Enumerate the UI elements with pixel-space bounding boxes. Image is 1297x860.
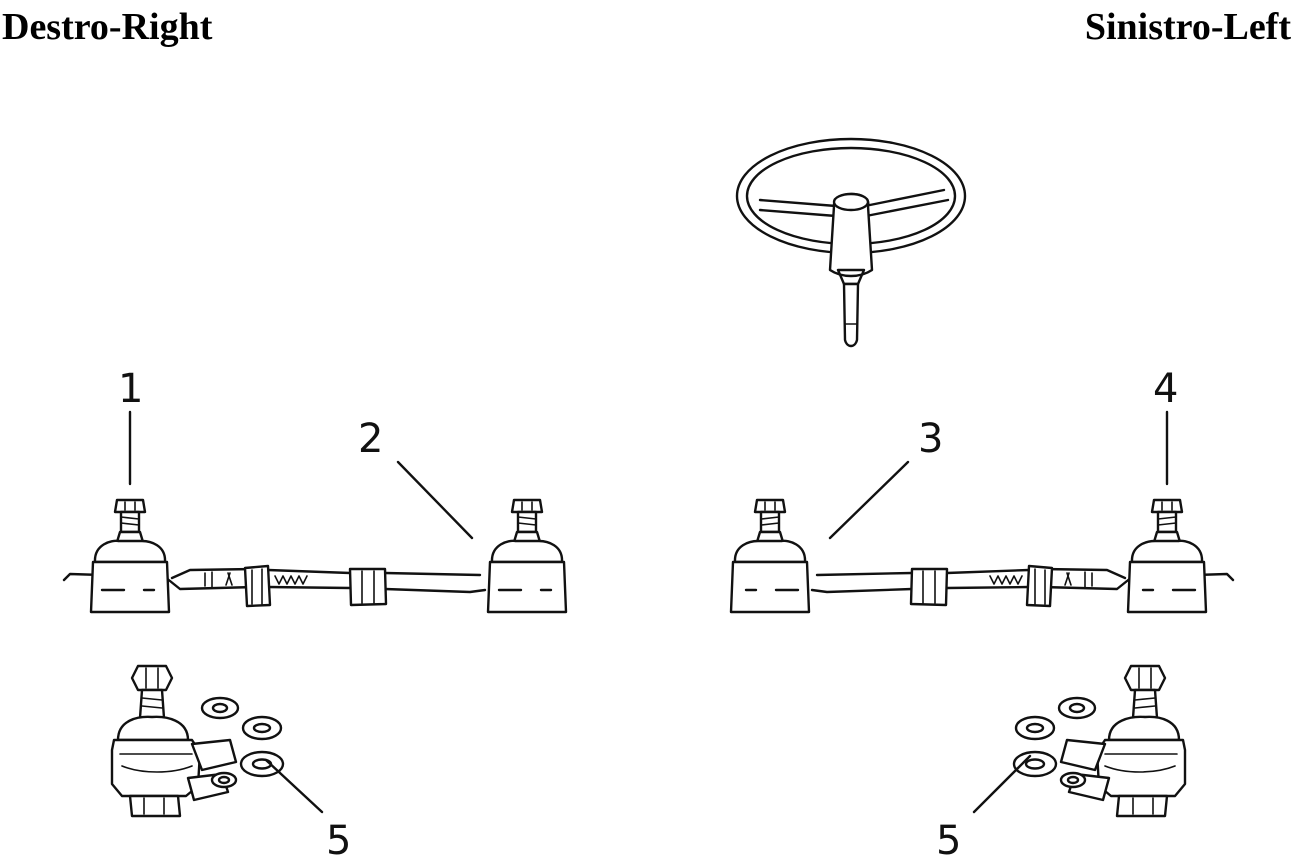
leader-5-left [264,758,324,814]
heading-right-hand-drive: Destro-Right [2,6,213,48]
leader-3 [828,460,910,540]
ball-joint-right-drive [110,664,285,818]
tie-rod-assembly-left-drive [731,500,1233,612]
ball-joint-left-drive [1012,664,1187,818]
tie-rod-assembly-right-drive [64,500,566,612]
callout-2: 2 [358,416,383,462]
callout-4: 4 [1153,366,1178,412]
heading-left-hand-drive: Sinistro-Left [1084,6,1291,48]
leader-2 [396,460,474,540]
callout-1: 1 [118,366,143,412]
leader-5-right [972,754,1032,814]
callout-5-right: 5 [936,818,961,860]
callout-3: 3 [918,416,943,462]
steering-wheel [735,137,967,348]
callout-5-left: 5 [326,818,351,860]
